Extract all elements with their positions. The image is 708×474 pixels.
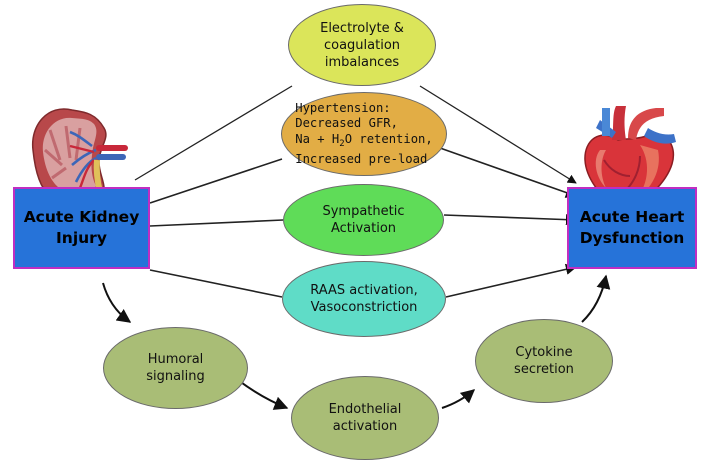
raas-line1: RAAS activation, xyxy=(310,283,418,298)
ahd-label-line2: Dysfunction xyxy=(579,229,685,247)
arrow-raas-ahd xyxy=(445,263,578,298)
endothelial-line2: activation xyxy=(332,419,398,434)
arrow-sympathetic-ahd xyxy=(443,214,578,226)
hypertension-line1: Hypertension: xyxy=(295,100,391,115)
electrolyte-coagulation-ellipse: Electrolyte & coagulation imbalances xyxy=(288,4,436,86)
connector-aki-electrolyte xyxy=(134,85,293,181)
sympathetic-line2: Activation xyxy=(330,221,397,236)
electrolyte-label: Electrolyte & coagulation imbalances xyxy=(320,20,404,71)
humoral-line2: signaling xyxy=(146,369,205,384)
kidney-icon xyxy=(32,108,128,204)
hypertension-line4: Increased pre-load xyxy=(295,152,428,166)
raas-line2: Vasoconstriction xyxy=(310,300,418,315)
aki-label-line1: Acute Kidney xyxy=(23,208,140,226)
ahd-label: Acute Heart Dysfunction xyxy=(580,207,685,249)
cytokine-line2: secretion xyxy=(514,362,574,377)
arrow-aki-humoral xyxy=(102,282,132,323)
ahd-label-line1: Acute Heart xyxy=(579,208,685,226)
arrow-endothelial-cytokine xyxy=(441,389,476,409)
hypertension-line2: Decreased GFR, xyxy=(295,116,398,130)
aki-label-line2: Injury xyxy=(56,229,107,247)
raas-activation-ellipse: RAAS activation, Vasoconstriction xyxy=(282,261,446,337)
connector-aki-raas xyxy=(149,269,283,298)
hypertension-label: Hypertension: Decreased GFR, Na + H2O re… xyxy=(295,101,433,168)
acute-kidney-injury-box: Acute Kidney Injury xyxy=(13,187,150,269)
arrow-hypertension-ahd xyxy=(439,147,578,198)
connector-aki-sympathetic xyxy=(149,219,284,227)
sympathetic-line1: Sympathetic xyxy=(322,204,405,219)
hypertension-line3-sub: 2 xyxy=(339,138,345,149)
sympathetic-activation-ellipse: Sympathetic Activation xyxy=(283,184,444,256)
arrow-cytokine-ahd xyxy=(581,274,611,323)
hypertension-ellipse: Hypertension: Decreased GFR, Na + H2O re… xyxy=(281,92,447,176)
sympathetic-label: Sympathetic Activation xyxy=(322,203,404,237)
endothelial-line1: Endothelial xyxy=(328,402,402,417)
arrow-electrolyte-ahd xyxy=(419,85,577,184)
arrow-humoral-endothelial xyxy=(237,379,289,410)
hypertension-line3: Na + H2O retention, xyxy=(295,132,433,153)
connector-aki-hypertension xyxy=(149,158,283,204)
humoral-label: Humoral signaling xyxy=(146,351,205,385)
aki-label: Acute Kidney Injury xyxy=(24,207,140,249)
acute-heart-dysfunction-box: Acute Heart Dysfunction xyxy=(567,187,697,269)
electrolyte-line3: imbalances xyxy=(324,54,400,70)
cytokine-line1: Cytokine xyxy=(515,345,573,360)
hypertension-line3-pre: Na + H xyxy=(295,131,340,146)
endothelial-activation-ellipse: Endothelial activation xyxy=(291,376,439,460)
endothelial-label: Endothelial activation xyxy=(329,401,402,435)
cytokine-label: Cytokine secretion xyxy=(514,344,574,378)
electrolyte-line1: Electrolyte & xyxy=(320,20,404,36)
humoral-line1: Humoral xyxy=(147,352,204,367)
humoral-signaling-ellipse: Humoral signaling xyxy=(103,327,248,409)
raas-label: RAAS activation, Vasoconstriction xyxy=(310,282,418,316)
electrolyte-line2: coagulation xyxy=(323,37,401,53)
hypertension-line3-post: O retention, xyxy=(344,131,433,146)
cytokine-secretion-ellipse: Cytokine secretion xyxy=(475,319,613,403)
